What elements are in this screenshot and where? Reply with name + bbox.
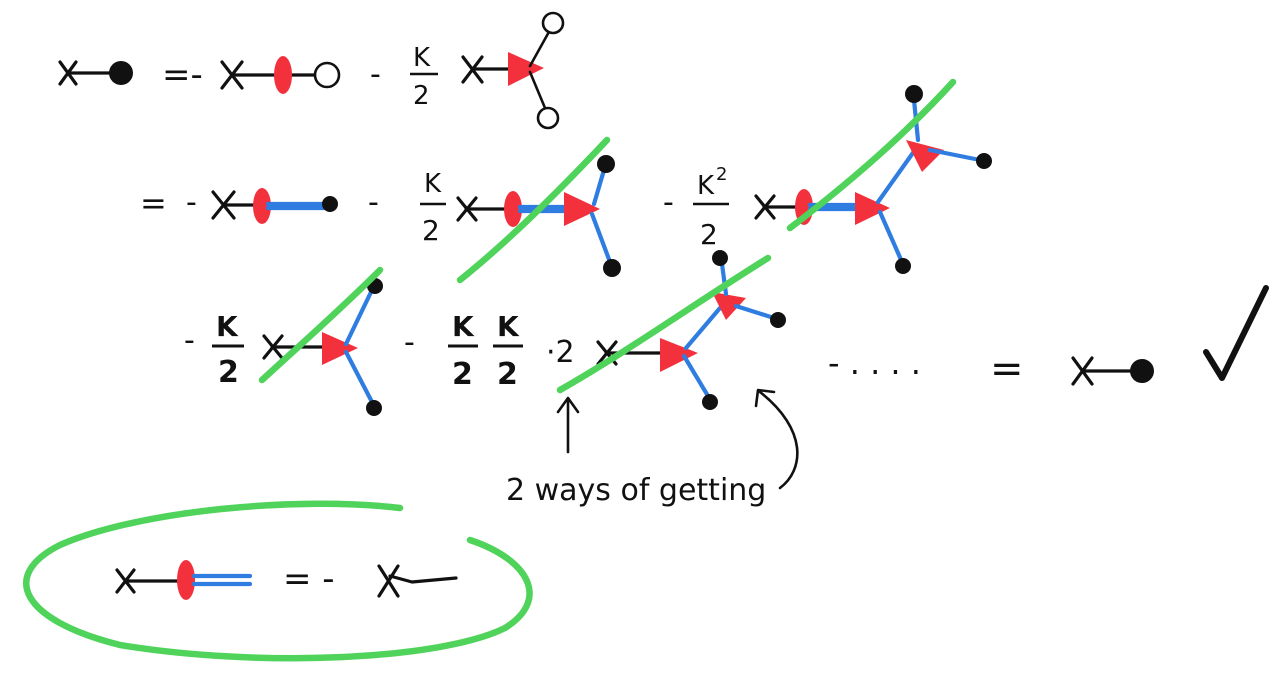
filled-dot-icon [905,85,923,103]
red-vertex-icon [564,192,600,226]
dressed-leg [733,303,777,321]
red-vertex-icon [712,292,746,320]
row2-equals: = [140,184,167,222]
dressed-leg [877,209,905,265]
row1-equals-minus: =- [162,55,203,95]
checkmark-icon [1203,285,1269,381]
row3-coef2b-denominator: 2 [497,357,518,392]
row3-tail: - . . . . [828,344,921,382]
row2-term1 [211,188,338,224]
red-vertex-icon [660,338,698,372]
dressed-propagator-line [265,201,327,211]
green-strike-line [258,266,384,384]
dressed-propagator-line [191,573,253,587]
row1-lhs-propagator [58,60,133,86]
red-vertex-icon [855,192,890,225]
row3-minus2: - [404,325,415,360]
row3-equals: = [990,346,1024,392]
filled-dot-icon [1130,359,1154,383]
dressed-leg [875,147,918,205]
red-vertex-icon [274,56,292,94]
red-vertex-icon [906,140,944,172]
red-vertex-icon [322,332,358,365]
green-strike-line [456,136,611,284]
filled-dot-icon [109,61,133,85]
row3-term2 [556,250,786,410]
row2-coef1-numerator: K [424,169,442,199]
row1-term1 [220,56,341,94]
filled-dot-icon [895,258,911,274]
dressed-leg [681,353,711,399]
row3-coef1-numerator: K [216,310,239,343]
red-vertex-icon [508,52,544,86]
dressed-leg [591,167,607,207]
green-encircle [23,500,533,662]
boxed-result: = - [23,500,533,662]
row2-minus3: - [663,185,674,220]
filled-dot-icon [366,400,382,416]
filled-dot-icon [712,250,728,266]
row3-factor: ·2 [546,335,575,370]
filled-dot-icon [976,153,992,169]
row1-coef-numerator: K [413,43,431,73]
row3-coef1-denominator: 2 [218,355,239,390]
red-vertex-icon [177,560,195,600]
row2-minus2: - [368,185,379,220]
dressed-leg [343,349,375,405]
row1-coef-denominator: 2 [413,81,430,111]
propagator-line [388,574,458,584]
leg-line [528,70,547,110]
row3-coef2a-numerator: K [452,310,475,343]
row3-minus1: - [184,323,195,358]
row2-term2 [456,136,621,284]
filled-dot-icon [603,259,621,277]
annotation-text: 2 ways of getting [506,473,766,508]
open-circle-icon [313,61,341,89]
leg-line [528,28,552,68]
row3-coef2a-denominator: 2 [452,357,473,392]
dressed-leg [589,211,613,265]
dressed-leg [683,305,723,351]
green-strike-line [556,254,772,394]
cross-marker-icon [377,564,400,598]
open-circle-icon [536,106,560,130]
row3-rhs-propagator [1071,356,1154,386]
filled-dot-icon [702,394,718,410]
filled-dot-icon [770,312,786,328]
row2-coef2-denominator: 2 [700,218,718,251]
row2-minus1: - [186,185,197,220]
arrow-icon [754,388,799,490]
boxed-equals-minus: = - [283,559,335,599]
row2-coef2-exponent: 2 [716,164,727,185]
filled-dot-icon [322,196,338,212]
filled-dot-icon [597,155,615,173]
row2-coef1-denominator: 2 [422,214,440,247]
row2-coef2-numerator: K [697,171,715,201]
red-vertex-icon [253,188,271,224]
row1-term2 [461,11,565,130]
dressed-leg [927,147,983,163]
row3-term1 [258,266,384,416]
row1-minus: - [370,57,381,92]
open-circle-icon [541,11,565,35]
red-vertex-icon [504,191,522,227]
arrow-icon [556,396,580,454]
green-strike-line [786,78,957,232]
row2-term3 [754,78,992,274]
dressed-leg [343,287,375,347]
row3-coef2b-numerator: K [497,310,520,343]
